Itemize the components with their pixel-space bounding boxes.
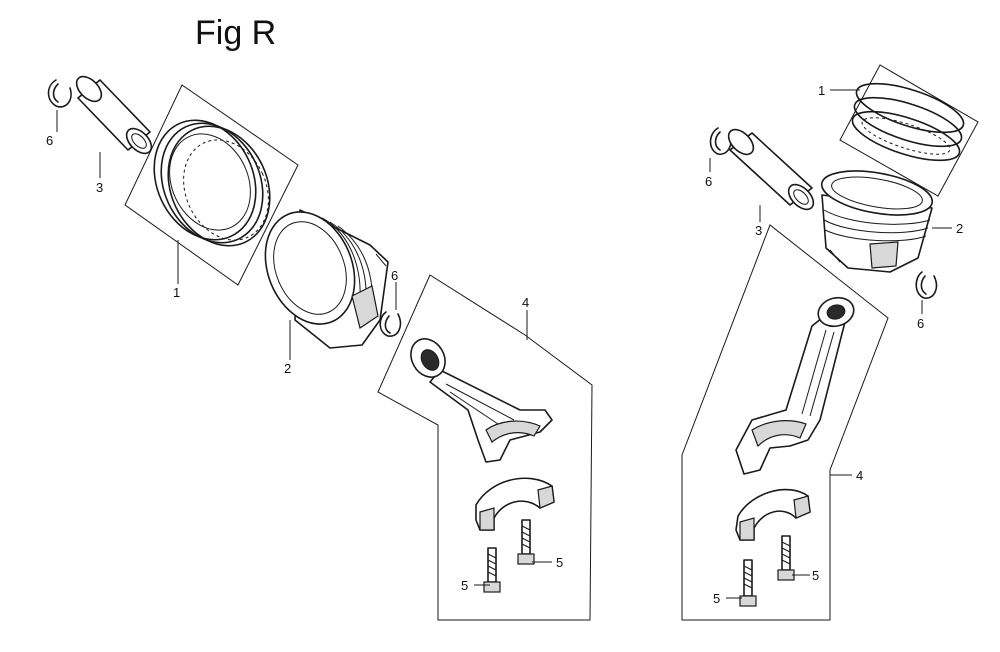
left-callout-2: 2 [284,361,291,376]
left-bolt-b [517,519,535,565]
left-callout-4: 4 [522,295,529,310]
right-ring-set [839,64,979,197]
left-callout-6-top: 6 [46,133,53,148]
right-leaders [709,89,952,599]
left-rod-box [377,274,593,621]
right-piston-pin [727,128,815,211]
right-callout-2: 2 [956,221,963,236]
left-ring-set [124,84,299,286]
right-circlip-bottom [915,271,938,299]
right-rod-box [681,224,889,621]
left-circlip-mid [379,311,402,337]
left-assembly: 6 3 1 2 6 4 5 5 [46,75,593,621]
right-callout-5-b: 5 [812,568,819,583]
figure-title: Fig R [195,14,276,52]
right-assembly: 1 6 3 2 6 4 5 5 [681,64,979,621]
left-callout-6-mid: 6 [391,268,398,283]
left-circlip-top [47,79,72,108]
right-piston [820,170,934,273]
left-callout-5-b: 5 [556,555,563,570]
right-connecting-rod [735,296,855,475]
left-piston [264,209,389,349]
right-callout-6-bottom: 6 [917,316,924,331]
right-callout-1: 1 [818,83,825,98]
left-callout-3: 3 [96,180,103,195]
right-bolt-a [739,559,757,607]
right-callout-4: 4 [856,468,863,483]
left-bolt-a [483,547,501,593]
left-piston-pin [75,75,153,155]
left-callout-1: 1 [173,285,180,300]
right-circlip-top [709,127,733,155]
right-callout-5-a: 5 [713,591,720,606]
left-callout-5-a: 5 [461,578,468,593]
left-connecting-rod [410,338,553,463]
left-leaders [56,110,552,586]
right-callout-3: 3 [755,223,762,238]
right-bolt-b [777,535,795,581]
left-rod-cap [475,477,555,531]
right-rod-cap [735,488,811,541]
right-callout-6-top: 6 [705,174,712,189]
